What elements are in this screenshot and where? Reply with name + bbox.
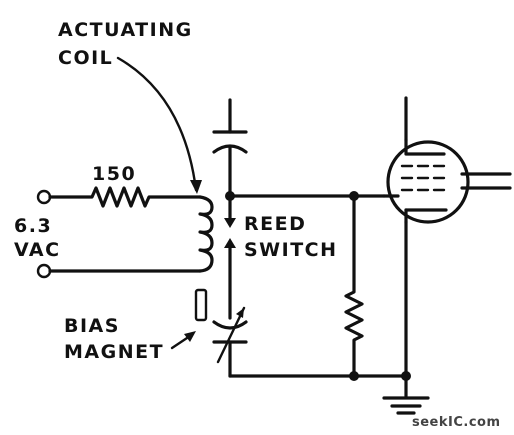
variable-capacitor — [212, 306, 248, 378]
resistor-150 — [48, 186, 202, 208]
voltage-label-line2: VAC — [14, 239, 61, 261]
magnet-pointer-arrowhead — [184, 331, 196, 342]
actuating-coil-label-line2: COIL — [58, 47, 113, 69]
bias-magnet — [194, 288, 208, 322]
junction-dot — [401, 371, 411, 381]
input-terminal-bottom — [36, 263, 52, 279]
actuating-coil-label-line1: ACTUATING — [58, 19, 193, 41]
junction-dot — [225, 191, 235, 201]
grid-resistor — [344, 194, 364, 378]
watermark-text: seekIC.com — [412, 415, 501, 430]
reed-switch-label-line1: REED — [244, 213, 306, 235]
reed-switch-label-line2: SWITCH — [244, 239, 338, 261]
junction-dot — [349, 371, 359, 381]
actuating-coil — [198, 195, 214, 273]
bias-magnet-label-line1: BIAS — [64, 315, 120, 337]
ground-symbol — [382, 396, 430, 415]
input-terminal-top — [36, 189, 52, 205]
coil-pointer-arrowhead — [190, 180, 202, 194]
bias-magnet-label-line2: MAGNET — [64, 341, 164, 363]
voltage-label-line1: 6.3 — [14, 215, 52, 237]
resistor-value-label: 150 — [92, 163, 136, 185]
reed-switch — [224, 194, 236, 320]
vacuum-tube — [382, 138, 512, 224]
junction-dot — [349, 191, 359, 201]
coil-pointer-arrow — [116, 56, 198, 192]
coupling-capacitor — [212, 98, 248, 198]
